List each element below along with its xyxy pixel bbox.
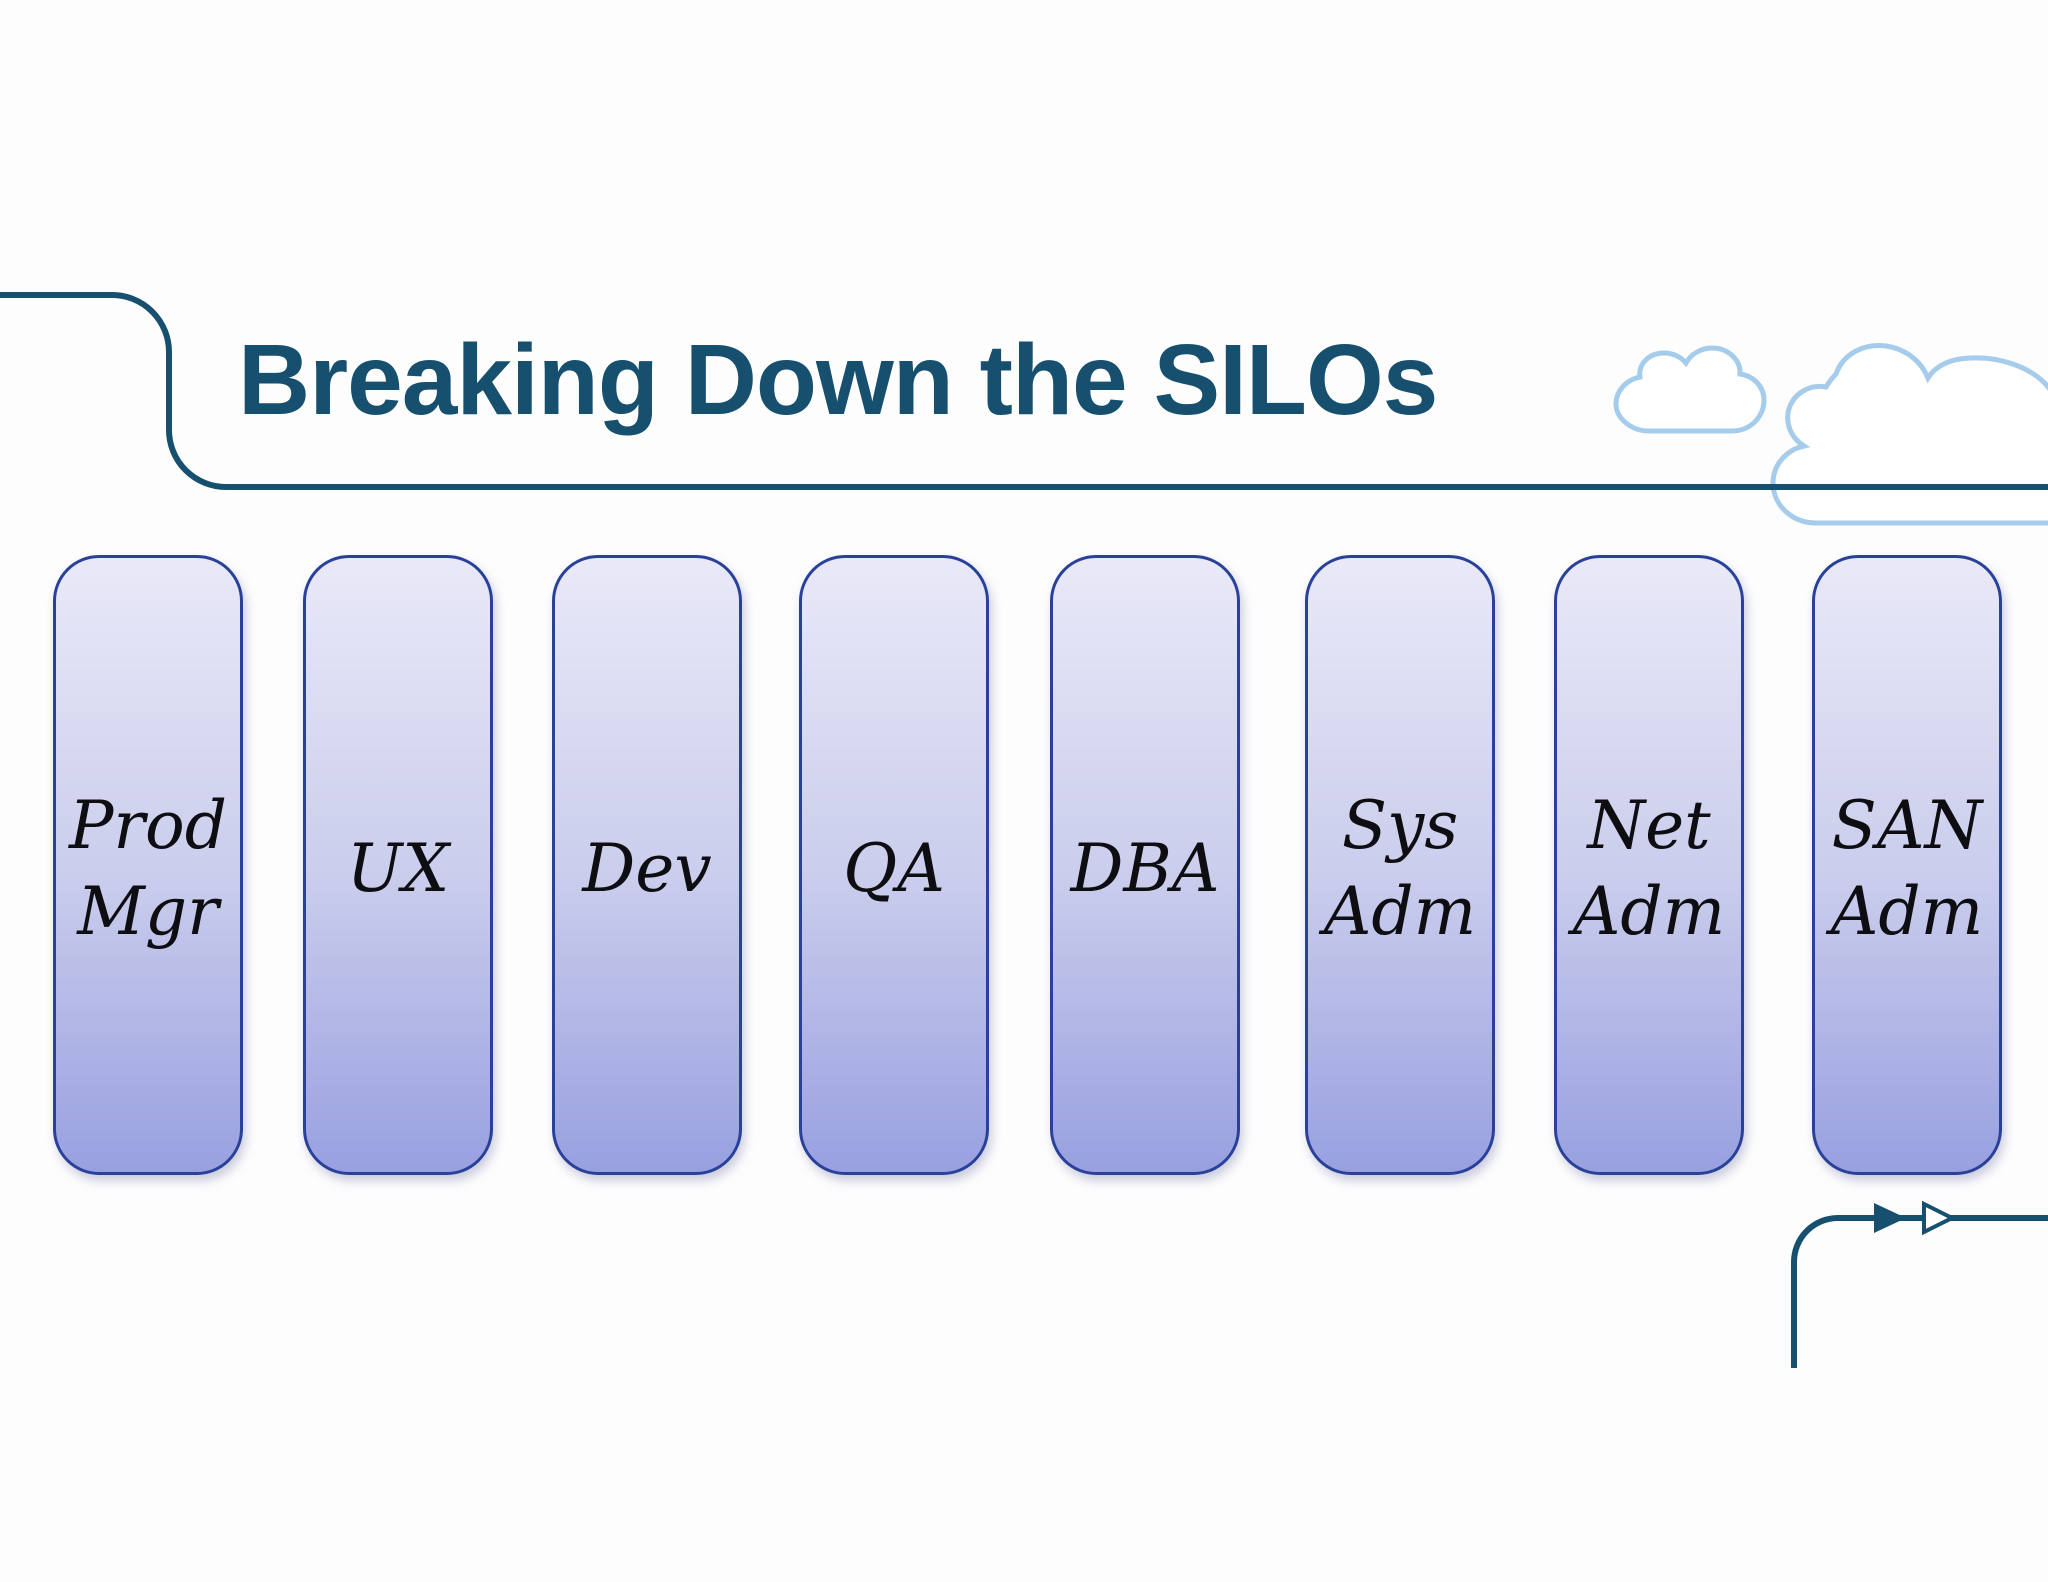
cloud-large-icon [1770,343,2048,526]
pillar-dba: DBA [1050,555,1240,1175]
pillar-label: Prod Mgr [69,787,227,950]
pillar-ux: UX [303,555,493,1175]
pillar-label: Dev [582,830,712,908]
flow-arrowhead-open [1922,1200,1957,1236]
flow-arrowhead-filled [1874,1203,1906,1233]
pillar-sys-adm: Sys Adm [1305,555,1495,1175]
pillar-label: Net Adm [1572,787,1726,950]
pillar-label: Sys Adm [1323,787,1477,950]
header-border-line [0,292,2048,490]
flow-arrow-line [1791,1215,2048,1368]
pillar-label: UX [346,830,450,908]
cloud-small-icon [1613,345,1767,434]
pillar-label: DBA [1070,830,1220,908]
pillar-san-adm: SAN Adm [1812,555,2002,1175]
page-title: Breaking Down the SILOs [238,324,1438,436]
pillar-label: SAN Adm [1830,787,1984,950]
pillar-prod-mgr: Prod Mgr [53,555,243,1175]
pillar-dev: Dev [552,555,742,1175]
pillar-net-adm: Net Adm [1554,555,1744,1175]
pillar-label: QA [843,830,945,908]
flow-arrow-icon [1791,1200,2048,1368]
pillar-qa: QA [799,555,989,1175]
